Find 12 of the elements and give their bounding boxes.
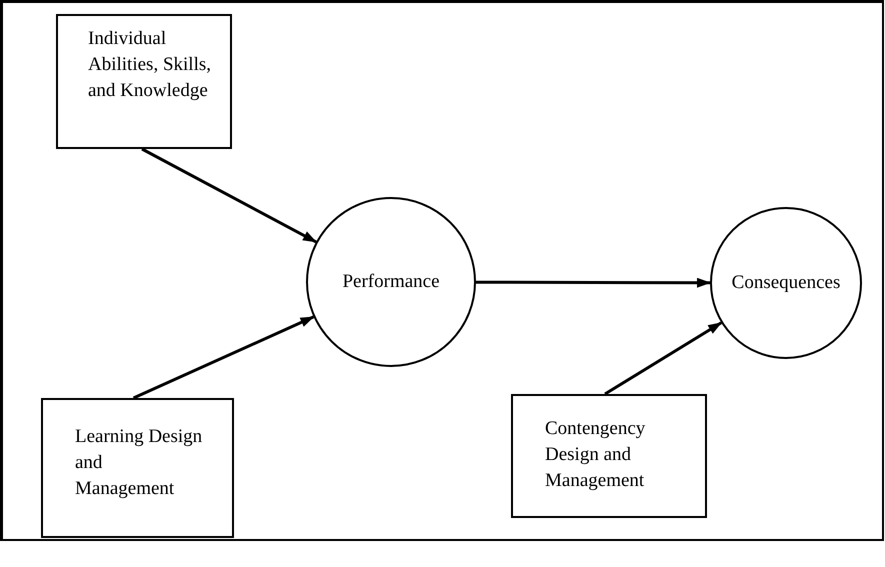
node-label: Individual Abilities, Skills, and Knowledge xyxy=(88,27,212,103)
text-box xyxy=(41,398,234,538)
node-label: Contengency Design and Management xyxy=(545,417,646,493)
arrow xyxy=(132,316,314,400)
arrow xyxy=(141,148,317,244)
arrow xyxy=(476,278,711,288)
arrow xyxy=(604,321,722,396)
node-label: Performance xyxy=(342,270,440,294)
node-label: Consequences xyxy=(732,271,840,295)
text-box xyxy=(511,394,707,518)
text-box xyxy=(56,14,232,149)
node-label: Learning Design and Management xyxy=(75,425,204,501)
